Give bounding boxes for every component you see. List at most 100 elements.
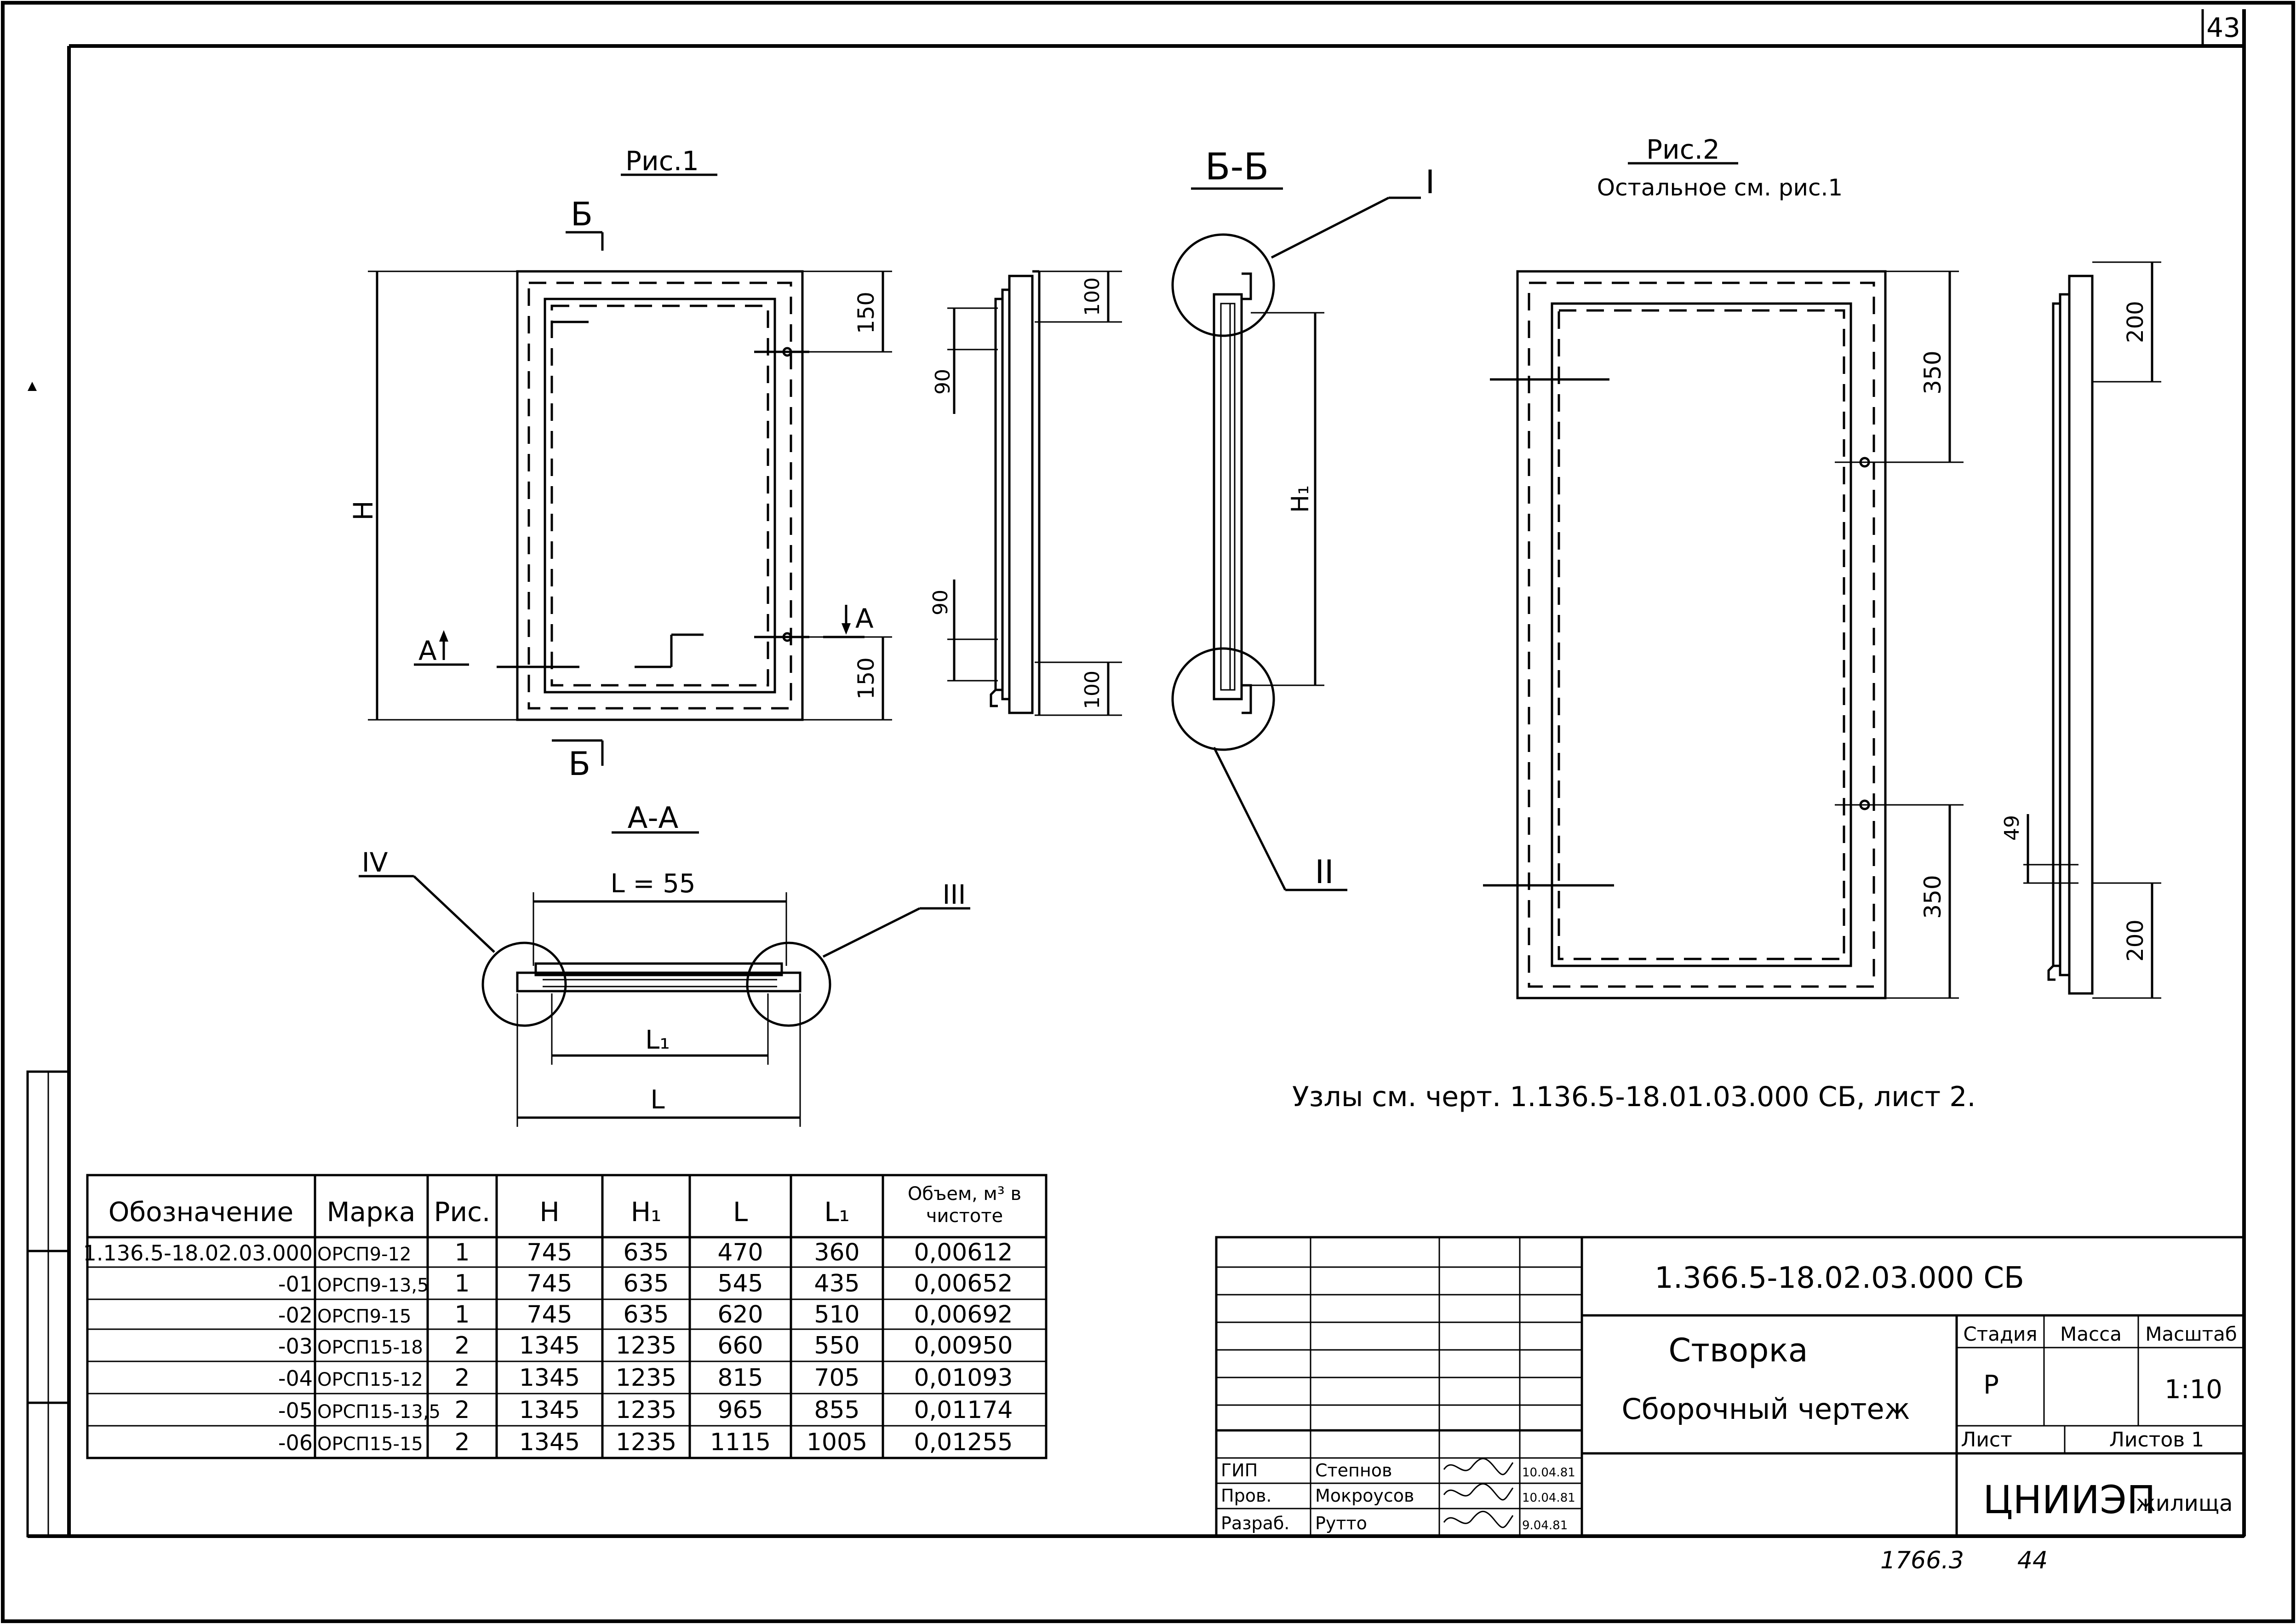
cell-volume: 0,01174 — [914, 1396, 1013, 1424]
nodes-note: Узлы см. черт. 1.136.5-18.01.03.000 СБ, … — [1292, 1081, 1976, 1113]
signature-scribble — [1443, 1483, 1514, 1501]
section-aa-title: А-А — [628, 801, 679, 835]
dim-h1-label: H₁ — [1287, 485, 1314, 513]
th-designation: Обозначение — [109, 1196, 293, 1228]
cell-mark: ОРСП9-12 — [317, 1244, 411, 1265]
node-i-label: I — [1426, 163, 1435, 201]
sig-role: ГИП — [1221, 1460, 1258, 1481]
node-iv-label: IV — [362, 847, 388, 878]
dim-150-top: 150 — [853, 292, 879, 334]
fig1-title: Рис.1 — [625, 145, 699, 177]
dim-l-aa: L — [650, 1085, 664, 1115]
section-mark-b-top: Б — [571, 195, 593, 233]
sig-date: 10.04.81 — [1522, 1466, 1575, 1480]
cell-l1: 705 — [814, 1364, 859, 1392]
cell-l1: 360 — [814, 1239, 859, 1267]
fig2-note: Остальное см. рис.1 — [1597, 174, 1843, 201]
cell-designation: -05 — [278, 1398, 313, 1423]
th-volume: Объем, м³ в чистоте — [907, 1183, 1022, 1227]
dim-90-top: 90 — [931, 369, 955, 395]
stage-label: Стадия — [1963, 1323, 2037, 1345]
footer-right: 44 — [2017, 1547, 2048, 1574]
dim-49: 49 — [2000, 815, 2024, 841]
node-ii-circle — [1171, 647, 1275, 751]
section-a-a: А-А L = 55 L₁ L IV III — [359, 801, 970, 1127]
scale-value: 1:10 — [2164, 1375, 2222, 1405]
dim-350-bottom: 350 — [1919, 875, 1946, 918]
figure-2: Рис.2 Остальное см. рис.1 350 350 200 49 — [1483, 134, 2161, 999]
cell-volume: 0,01255 — [914, 1429, 1013, 1456]
cell-h: 745 — [527, 1270, 572, 1297]
footer-left: 1766.3 — [1880, 1547, 1964, 1574]
arrow-down-icon — [842, 623, 851, 635]
cell-l: 660 — [717, 1332, 763, 1360]
cell-volume: 0,00652 — [914, 1270, 1013, 1297]
signature-scribble — [1443, 1510, 1514, 1528]
cell-designation: 1.136.5-18.02.03.000 — [83, 1241, 313, 1266]
cell-h1: 1235 — [616, 1332, 676, 1360]
cell-mark: ОРСП15-15 — [317, 1434, 423, 1455]
section-mark-a-right: А — [855, 603, 874, 634]
sig-name: Мокроусов — [1315, 1486, 1414, 1506]
section-mark-a-left: А — [418, 635, 437, 666]
org-suffix: жилища — [2136, 1491, 2233, 1516]
cell-volume: 0,00950 — [914, 1332, 1013, 1360]
cell-l1: 1005 — [807, 1429, 867, 1456]
cell-h1: 635 — [623, 1270, 669, 1297]
stage-value: Р — [1983, 1370, 1999, 1400]
dim-350-top: 350 — [1919, 350, 1946, 394]
section-b-b: Б-Б H₁ I II — [1171, 145, 1435, 891]
sheet-number-top: 43 — [2206, 12, 2240, 43]
org-name: ЦНИИЭП — [1983, 1477, 2156, 1522]
dim-100-bottom: 100 — [1081, 671, 1104, 709]
cell-mark: ОРСП15-13,5 — [317, 1401, 441, 1423]
dim-150-bottom: 150 — [853, 657, 879, 700]
cell-l: 1115 — [710, 1429, 771, 1456]
figure-1: Рис.1 Б А А Б H — [348, 145, 1122, 783]
dim-100-top: 100 — [1081, 277, 1104, 316]
dim-l1-aa: L₁ — [645, 1025, 670, 1055]
fig2-title: Рис.2 — [1646, 134, 1720, 165]
th-l: L — [733, 1196, 748, 1228]
arrow-up-icon — [439, 630, 448, 642]
sig-name: Степнов — [1315, 1460, 1392, 1481]
cell-l: 470 — [717, 1239, 763, 1267]
cell-mark: ОРСП9-15 — [317, 1306, 411, 1327]
cell-designation: -02 — [278, 1303, 313, 1328]
dim-200-bottom: 200 — [2123, 919, 2148, 962]
dim-90-bottom: 90 — [929, 590, 952, 615]
dim-200-top: 200 — [2123, 301, 2148, 343]
cell-h: 1345 — [519, 1364, 580, 1392]
cell-h1: 1235 — [616, 1396, 676, 1424]
cell-fig: 2 — [454, 1364, 470, 1392]
sig-date: 9.04.81 — [1522, 1519, 1568, 1532]
cell-mark: ОРСП15-12 — [317, 1369, 423, 1390]
cell-fig: 2 — [454, 1332, 470, 1360]
cell-l: 815 — [717, 1364, 763, 1392]
cell-designation: -04 — [278, 1366, 313, 1391]
dim-l55: L = 55 — [611, 869, 696, 899]
cell-volume: 0,00612 — [914, 1239, 1013, 1267]
cell-h1: 1235 — [616, 1364, 676, 1392]
cell-l1: 855 — [814, 1396, 859, 1424]
cell-h1: 635 — [623, 1301, 669, 1329]
scale-label: Масштаб — [2145, 1323, 2237, 1345]
sig-role: Разраб. — [1221, 1513, 1289, 1533]
cell-l1: 550 — [814, 1332, 859, 1360]
doc-code: 1.366.5-18.02.03.000 СБ — [1655, 1261, 2024, 1295]
margin-mark-icon — [28, 382, 37, 391]
cell-h: 1345 — [519, 1429, 580, 1456]
cell-l1: 435 — [814, 1270, 859, 1297]
section-mark-b-bottom: Б — [568, 745, 590, 783]
sheet-label: Лист — [1961, 1428, 2012, 1452]
cell-volume: 0,01093 — [914, 1364, 1013, 1392]
cell-fig: 1 — [454, 1301, 470, 1329]
cell-h1: 1235 — [616, 1429, 676, 1456]
sheets-label: Листов 1 — [2109, 1428, 2204, 1452]
cell-mark: ОРСП9-13,5 — [317, 1275, 429, 1296]
cell-fig: 2 — [454, 1396, 470, 1424]
cell-h: 745 — [527, 1239, 572, 1267]
